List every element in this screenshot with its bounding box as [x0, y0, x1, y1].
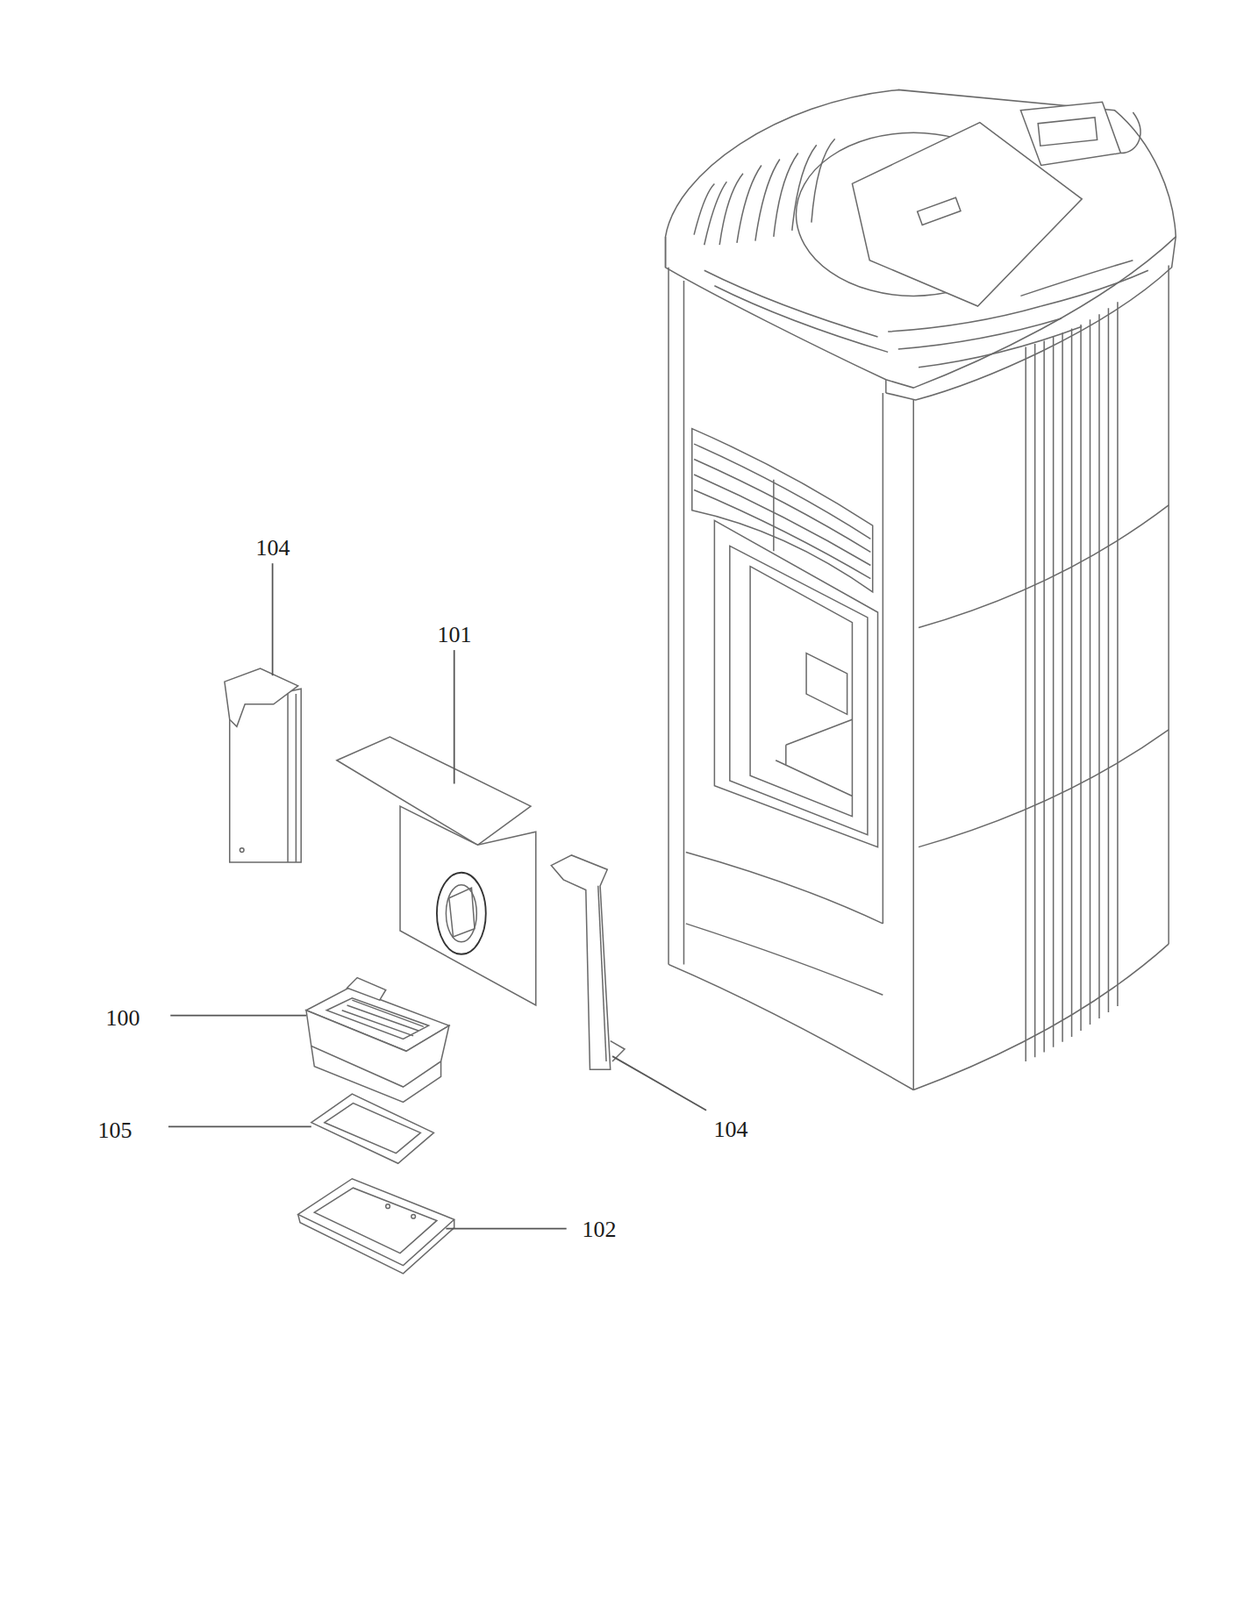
- callout-number: 101: [436, 622, 474, 648]
- callout-number: 102: [580, 1217, 619, 1243]
- callout-number: 100: [104, 1006, 143, 1031]
- callout-number: 105: [96, 1118, 135, 1144]
- callout-number: 104: [712, 1117, 751, 1143]
- callout-number: 104: [254, 536, 293, 561]
